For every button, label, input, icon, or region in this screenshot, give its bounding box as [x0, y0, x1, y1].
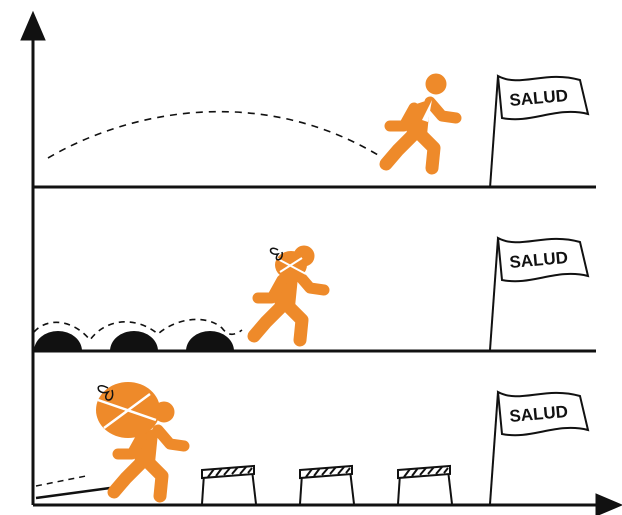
hurdle-icon — [201, 465, 257, 505]
hurdle-icon — [397, 465, 453, 505]
hurdle-icon — [299, 465, 355, 505]
mound-icon — [186, 331, 234, 351]
flag-icon: SALUD — [489, 391, 589, 505]
hurdles — [201, 465, 453, 505]
runner-icon — [386, 74, 456, 168]
x-axis-arrow-icon — [595, 493, 622, 515]
start-line — [35, 486, 111, 500]
jump-trajectory — [47, 110, 379, 159]
panel-1: SALUD — [47, 74, 589, 189]
y-axis-arrow-icon — [20, 10, 46, 41]
mound-icon — [34, 331, 82, 351]
axes — [20, 10, 622, 515]
flag-icon: SALUD — [489, 75, 589, 189]
start-dash — [35, 475, 87, 487]
panel-2: SALUD — [33, 237, 589, 351]
large-sack — [96, 382, 160, 438]
bundle — [269, 247, 307, 279]
mound-icon — [110, 331, 158, 351]
panel-3: SALUD — [35, 382, 589, 505]
flag-icon: SALUD — [489, 237, 589, 351]
mounds — [34, 331, 234, 351]
